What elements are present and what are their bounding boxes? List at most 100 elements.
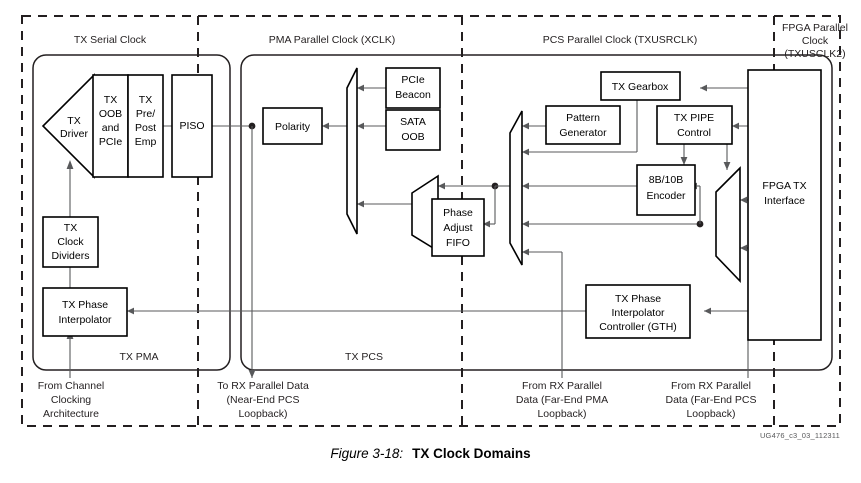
domain-label-fpga-parallel-clock-line3: (TXUSCLK2) — [784, 48, 845, 60]
polarity-label: Polarity — [275, 121, 311, 133]
arrow-fpgatxif-to-fpgamux-mid — [740, 196, 747, 204]
arrow-pipectrl-to-fpgamux — [723, 162, 731, 170]
domain-label-tx-serial-clock: TX Serial Clock — [74, 34, 147, 46]
fpga-tx-interface-line1: FPGA TX — [762, 180, 806, 192]
sata-oob-line2: OOB — [401, 131, 424, 143]
pcs-select-mux[interactable] — [509, 110, 523, 266]
footnote-to-rx-near-end-line3: Loopback) — [238, 408, 287, 420]
arrow-pmamux-to-polarity — [322, 122, 329, 130]
footnote-far-end-pma-line2: Data (Far-End PMA — [516, 394, 608, 406]
tx-pcs-container — [240, 54, 833, 371]
tx-pipe-control-line2: Control — [677, 127, 711, 139]
arrow-pciebeacon-to-pmamux — [357, 84, 364, 92]
arrow-pipectrl-to-encoder — [680, 157, 688, 165]
footnote-from-channel-clocking-line1: From Channel — [38, 380, 105, 392]
encoder-8b10b-block[interactable] — [636, 164, 696, 216]
fpga-tx-interface-block[interactable] — [747, 69, 822, 341]
arrow-farendpcs-to-fpgamux — [740, 244, 747, 252]
footnote-far-end-pcs-line3: Loopback) — [686, 408, 735, 420]
document-id-label: UG476_c3_03_112311 — [760, 431, 840, 440]
tx-phase-interp-line1: TX Phase — [62, 299, 108, 311]
tx-phase-interp-line2: Interpolator — [58, 314, 112, 326]
tx-gearbox-label: TX Gearbox — [612, 81, 669, 93]
tx-driver-label-line1: TX — [67, 115, 80, 127]
piso-block[interactable] — [171, 74, 213, 178]
pattern-generator-line1: Pattern — [566, 112, 600, 124]
phase-adjust-fifo-block[interactable] — [431, 198, 485, 257]
tx-phase-interpolator-controller-block[interactable] — [585, 284, 691, 339]
tx-pre-post-line3: Post — [135, 122, 156, 134]
arrow-pcsout-to-fifo — [483, 220, 490, 228]
sata-oob-block[interactable] — [385, 109, 441, 151]
tx-pre-post-line4: Emp — [135, 136, 157, 148]
phase-adjust-fifo-line3: FIFO — [446, 237, 470, 249]
tx-phase-interpolator-block[interactable] — [42, 287, 128, 337]
footnote-far-end-pcs-line2: Data (Far-End PCS — [665, 394, 756, 406]
tx-gearbox-block[interactable] — [600, 71, 681, 101]
arrow-picontroller-to-txphaseinterp — [127, 307, 134, 315]
domain-label-pcs-parallel-clock: PCS Parallel Clock (TXUSRCLK) — [543, 34, 698, 46]
tx-oob-pcie-line2: OOB — [99, 108, 122, 120]
figure-caption: Figure 3-18: TX Clock Domains — [0, 446, 861, 461]
region-label-tx-pcs: TX PCS — [345, 351, 383, 363]
arrow-fpgatxif-to-pipectrl — [732, 122, 739, 130]
tx-oob-and-pcie-block[interactable] — [92, 74, 129, 178]
arrow-sataoob-to-pmamux — [357, 122, 364, 130]
polarity-block[interactable] — [262, 107, 323, 145]
arrow-fpgatxif-to-gearbox — [700, 84, 707, 92]
tx-clock-dividers-line1: TX — [64, 222, 77, 234]
pcie-beacon-block[interactable] — [385, 67, 441, 109]
tx-driver-label-line2: Driver — [60, 128, 89, 140]
tx-clock-dividers-line2: Clock — [57, 236, 84, 248]
tx-oob-pcie-line4: PCIe — [99, 136, 123, 148]
tx-pi-controller-line2: Interpolator — [611, 307, 665, 319]
domain-label-pma-parallel-clock: PMA Parallel Clock (XCLK) — [269, 34, 396, 46]
domain-label-fpga-parallel-clock-line1: FPGA Parallel — [782, 22, 848, 34]
piso-label: PISO — [179, 120, 204, 132]
footnote-to-rx-near-end-line1: To RX Parallel Data — [217, 380, 309, 392]
tx-pi-controller-line3: Controller (GTH) — [599, 321, 677, 333]
tx-pma-container — [32, 54, 231, 371]
arrow-fpgabypass-to-pcsmux — [522, 220, 529, 228]
fpga-select-mux[interactable] — [715, 166, 741, 283]
footnote-from-channel-clocking-line2: Clocking — [51, 394, 91, 406]
encoder-8b10b-line1: 8B/10B — [649, 174, 683, 186]
arrow-clockdividers-to-txdriver — [66, 160, 74, 169]
tx-pre-post-emphasis-block[interactable] — [127, 74, 164, 178]
pcie-beacon-line1: PCIe — [401, 74, 425, 86]
footnote-from-channel-clocking-line3: Architecture — [43, 408, 99, 420]
outer-dashed-frame — [21, 15, 841, 427]
arrow-patterngen-to-pcsmux — [522, 122, 529, 130]
region-label-tx-pma: TX PMA — [119, 351, 158, 363]
footnote-far-end-pma-line1: From RX Parallel — [522, 380, 602, 392]
sata-oob-line1: SATA — [400, 116, 426, 128]
tx-oob-pcie-line3: and — [102, 122, 120, 134]
arrow-pmalbmux-to-pmamux — [357, 200, 364, 208]
tx-pi-controller-line1: TX Phase — [615, 293, 661, 305]
tx-oob-pcie-line1: TX — [104, 94, 117, 106]
tx-clock-dividers-line3: Dividers — [52, 250, 90, 262]
tx-clock-dividers-block[interactable] — [42, 216, 99, 268]
footnote-far-end-pcs-line1: From RX Parallel — [671, 380, 751, 392]
arrow-encoder-to-pcsmux — [522, 182, 529, 190]
pma-serial-mux[interactable] — [346, 67, 358, 235]
figure-number: Figure 3-18: — [330, 446, 404, 461]
encoder-8b10b-line2: Encoder — [646, 190, 686, 202]
pattern-generator-block[interactable] — [545, 105, 621, 145]
arrow-pcsout-to-pmalbmux-top — [438, 182, 445, 190]
arrow-fpgatxif-to-picontroller — [704, 307, 711, 315]
tx-pre-post-line2: Pre/ — [136, 108, 155, 120]
phase-adjust-fifo-line1: Phase — [443, 207, 473, 219]
tx-pipe-control-block[interactable] — [656, 105, 733, 145]
arrow-farend-pma-to-pcsmux — [522, 248, 529, 256]
tx-pre-post-line1: TX — [139, 94, 152, 106]
phase-adjust-fifo-line2: Adjust — [443, 222, 472, 234]
fpga-tx-interface-line2: Interface — [764, 195, 805, 207]
footnote-far-end-pma-line3: Loopback) — [537, 408, 586, 420]
pcie-beacon-line2: Beacon — [395, 89, 431, 101]
arrow-near-end-pcs-loopback — [248, 370, 256, 378]
arrow-gearbox-to-pcsmux — [522, 148, 529, 156]
figure-title: TX Clock Domains — [412, 446, 531, 461]
